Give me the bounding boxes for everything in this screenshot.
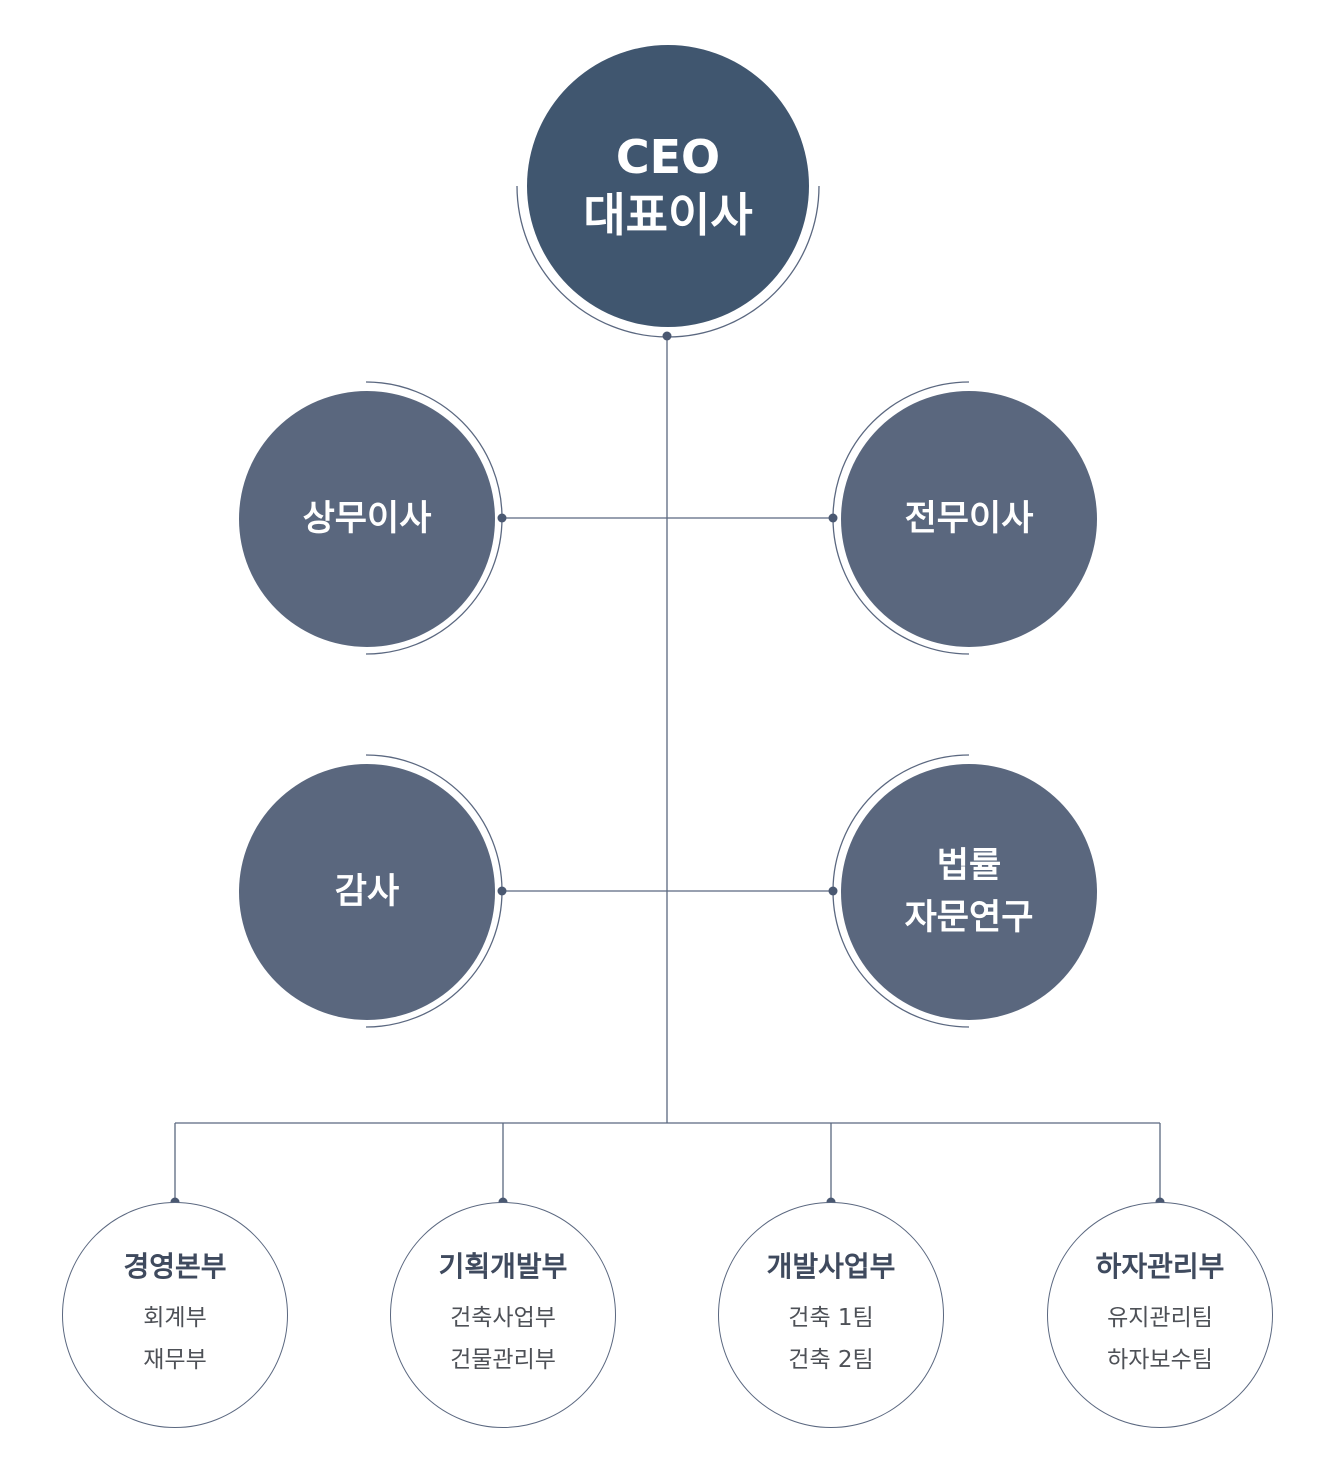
sub-team: 하자보수팀 — [1107, 1347, 1213, 1373]
legal-advisory-node: 법률 자문연구 — [841, 764, 1097, 1020]
ceo-dot — [662, 331, 672, 341]
department-node: 기획개발부 건축사업부 건물관리부 — [390, 1202, 616, 1428]
sub-team: 건축 2팀 — [788, 1347, 874, 1373]
auditor-node: 감사 — [239, 764, 495, 1020]
executive-director-node: 전무이사 — [841, 391, 1097, 647]
sub-team: 회계부 — [143, 1305, 207, 1331]
department-node: 개발사업부 건축 1팀 건축 2팀 — [718, 1202, 944, 1428]
executive-dot — [828, 513, 838, 523]
executive-director-label: 전무이사 — [904, 499, 1034, 539]
ceo-node: CEO 대표이사 — [527, 45, 809, 327]
managing-director-node: 상무이사 — [239, 391, 495, 647]
auditor-dot — [497, 886, 507, 896]
sub-team: 건축사업부 — [450, 1305, 556, 1331]
sub-team: 유지관리팀 — [1107, 1305, 1213, 1331]
legal-advisory-label-1: 법률 — [936, 846, 1002, 886]
legal-dot — [828, 886, 838, 896]
auditor-label: 감사 — [334, 872, 400, 912]
sub-team: 건축 1팀 — [788, 1305, 874, 1331]
department-name: 경영본부 — [123, 1250, 227, 1283]
ceo-title-ko: 대표이사 — [583, 188, 753, 242]
sub-team: 건물관리부 — [450, 1347, 556, 1373]
managing-dot — [497, 513, 507, 523]
department-node: 경영본부 회계부 재무부 — [62, 1202, 288, 1428]
department-name: 개발사업부 — [766, 1250, 896, 1283]
department-node: 하자관리부 유지관리팀 하자보수팀 — [1047, 1202, 1273, 1428]
legal-advisory-label-2: 자문연구 — [904, 898, 1034, 938]
managing-director-label: 상무이사 — [302, 499, 432, 539]
department-name: 기획개발부 — [438, 1250, 568, 1283]
ceo-title-en: CEO — [615, 130, 721, 184]
department-name: 하자관리부 — [1095, 1250, 1225, 1283]
sub-team: 재무부 — [143, 1347, 207, 1373]
